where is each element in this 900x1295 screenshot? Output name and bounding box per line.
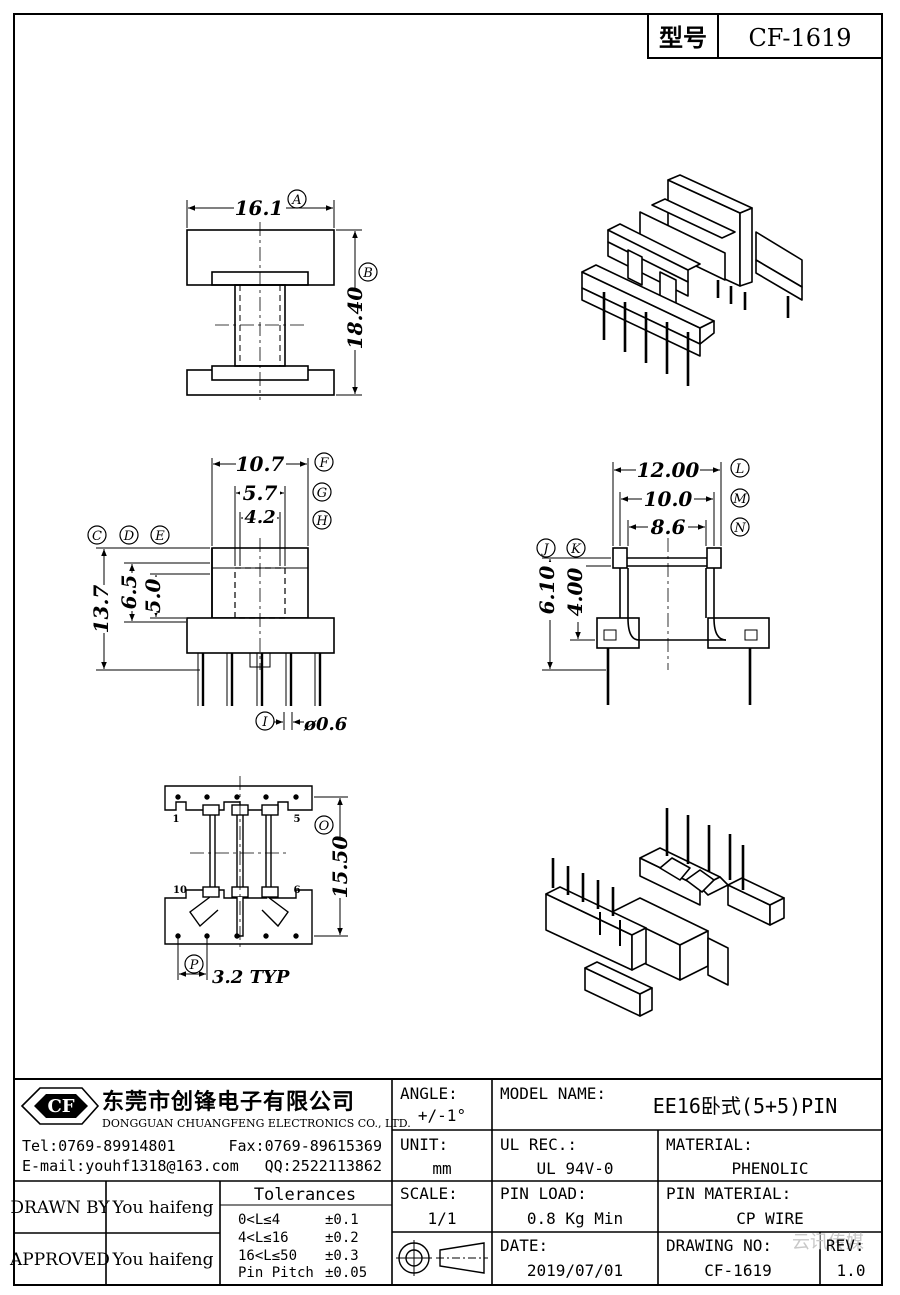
dim-10-0: 10.0 bbox=[644, 487, 693, 511]
tol-range-4: Pin Pitch bbox=[238, 1265, 314, 1281]
ref-m: M bbox=[732, 492, 747, 507]
dim-16-1: 16.1 bbox=[235, 196, 284, 220]
title-block bbox=[14, 1078, 882, 1285]
ref-i: I bbox=[261, 715, 268, 730]
ref-n: N bbox=[733, 521, 746, 536]
scale-value: 1/1 bbox=[428, 1209, 457, 1228]
dim-15-50: 15.50 bbox=[328, 836, 352, 899]
pin-label-6: 6 bbox=[294, 885, 301, 896]
tol-range-1: 0<L≤4 bbox=[238, 1212, 280, 1228]
material-value: PHENOLIC bbox=[731, 1159, 808, 1178]
contact-email: E-mail:youhf1318@163.com bbox=[22, 1157, 239, 1175]
bottom-view bbox=[164, 776, 348, 980]
ref-b: B bbox=[362, 266, 373, 281]
tol-value-4: ±0.05 bbox=[325, 1265, 367, 1281]
ref-o: O bbox=[319, 819, 330, 834]
dim-6-10: 6.10 bbox=[535, 566, 559, 615]
tol-value-2: ±0.2 bbox=[325, 1230, 359, 1246]
tol-value-3: ±0.3 bbox=[325, 1248, 359, 1264]
ref-g: G bbox=[317, 486, 327, 501]
pin-material-label: PIN MATERIAL: bbox=[666, 1184, 791, 1203]
dim-10-7: 10.7 bbox=[236, 452, 285, 476]
pin-load-label: PIN LOAD: bbox=[500, 1184, 587, 1203]
ul-rec-value: UL 94V-0 bbox=[536, 1159, 613, 1178]
pin-load-value: 0.8 Kg Min bbox=[527, 1209, 623, 1228]
ref-h: H bbox=[315, 514, 328, 529]
header-model-box: 型号 CF-1619 bbox=[647, 13, 883, 59]
header-type-label: 型号 bbox=[659, 23, 707, 52]
ul-rec-label: UL REC.: bbox=[500, 1135, 577, 1154]
company-name-cn: 东莞市创锋电子有限公司 bbox=[102, 1089, 355, 1115]
contact-qq: QQ:2522113862 bbox=[265, 1157, 382, 1175]
scale-label: SCALE: bbox=[400, 1184, 458, 1203]
dim-5-7: 5.7 bbox=[243, 481, 278, 505]
top-view bbox=[186, 200, 362, 400]
drawn-by-value: You haifeng bbox=[111, 1198, 213, 1218]
angle-value: +/-1° bbox=[418, 1106, 466, 1125]
dim-5-0: 5.0 bbox=[141, 579, 165, 614]
dim-12-00: 12.00 bbox=[637, 458, 700, 482]
ref-f: F bbox=[318, 456, 329, 471]
tol-range-2: 4<L≤16 bbox=[238, 1230, 289, 1246]
approved-value: You haifeng bbox=[111, 1250, 213, 1270]
drawing-no-label: DRAWING NO: bbox=[666, 1236, 772, 1255]
logo-text: CF bbox=[47, 1096, 74, 1117]
dim-6-5: 6.5 bbox=[117, 575, 141, 610]
dim-8-6: 8.6 bbox=[650, 515, 686, 539]
tol-value-1: ±0.1 bbox=[325, 1212, 359, 1228]
dim-4-00: 4.00 bbox=[563, 568, 587, 617]
dim-13-7: 13.7 bbox=[89, 585, 113, 634]
drawn-by-label: DRAWN BY bbox=[10, 1198, 110, 1218]
dim-18-40: 18.40 bbox=[343, 287, 367, 350]
pin-label-5: 5 bbox=[294, 814, 301, 825]
pin-label-1: 1 bbox=[173, 814, 180, 825]
watermark: 云讯传媒 bbox=[792, 1232, 864, 1253]
dim-4-2: 4.2 bbox=[244, 507, 275, 528]
angle-label: ANGLE: bbox=[400, 1084, 458, 1103]
ref-k: K bbox=[570, 542, 582, 557]
side-view bbox=[542, 462, 770, 705]
ref-a: A bbox=[291, 193, 301, 208]
ref-d: D bbox=[123, 529, 135, 544]
isometric-view-bottom bbox=[545, 808, 785, 1017]
company-logo: CF bbox=[20, 1087, 100, 1125]
isometric-view-top bbox=[581, 174, 803, 386]
date-value: 2019/07/01 bbox=[527, 1261, 623, 1280]
ref-j: J bbox=[540, 542, 549, 557]
ref-c: C bbox=[92, 529, 102, 544]
rev-label: REV: bbox=[826, 1236, 865, 1255]
company-name-en: DONGGUAN CHUANGFENG ELECTRONICS CO., LTD… bbox=[102, 1117, 411, 1130]
tolerances-title: Tolerances bbox=[254, 1185, 356, 1205]
pin-label-10: 10 bbox=[173, 885, 187, 896]
model-name-label: MODEL NAME: bbox=[500, 1084, 606, 1103]
dim-pitch-typ: 3.2 TYP bbox=[212, 967, 290, 988]
date-label: DATE: bbox=[500, 1236, 548, 1255]
tol-range-3: 16<L≤50 bbox=[238, 1248, 297, 1264]
front-view bbox=[96, 458, 335, 730]
model-name-value: EE16卧式(5+5)PIN bbox=[653, 1094, 838, 1118]
drawing-no-value: CF-1619 bbox=[704, 1261, 771, 1280]
contact-fax: Fax:0769-89615369 bbox=[228, 1137, 382, 1155]
material-label: MATERIAL: bbox=[666, 1135, 753, 1154]
contact-tel: Tel:0769-89914801 bbox=[22, 1137, 176, 1155]
rev-value: 1.0 bbox=[837, 1261, 866, 1280]
unit-value: mm bbox=[432, 1159, 451, 1178]
pin-material-value: CP WIRE bbox=[736, 1209, 803, 1228]
ref-p: P bbox=[189, 958, 199, 973]
unit-label: UNIT: bbox=[400, 1135, 448, 1154]
ref-l: L bbox=[735, 462, 745, 477]
drawing-border bbox=[13, 13, 883, 1286]
approved-label: APPROVED bbox=[9, 1250, 110, 1270]
ref-e: E bbox=[154, 529, 165, 544]
header-model-number: CF-1619 bbox=[748, 24, 851, 52]
dim-pin-diameter: ø0.6 bbox=[303, 714, 348, 735]
